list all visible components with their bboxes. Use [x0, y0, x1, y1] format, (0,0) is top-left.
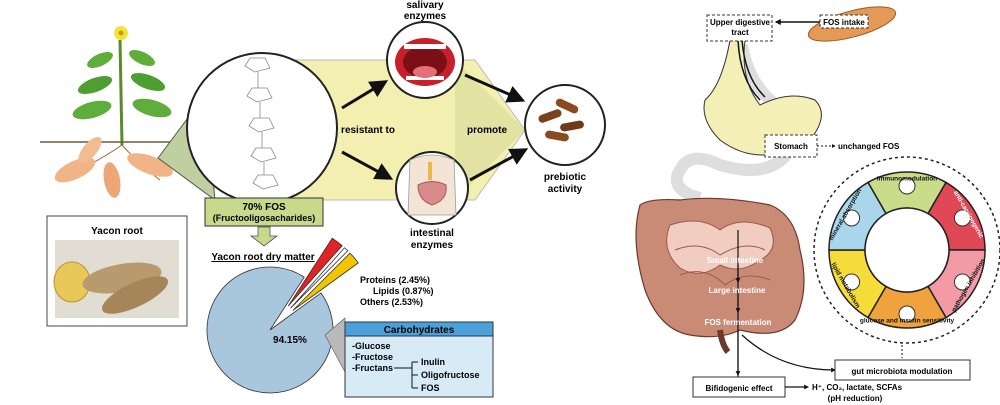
- stomach-label: Stomach: [774, 142, 808, 151]
- crab-icon: [953, 209, 971, 227]
- carb-item-fructans: -Fructans: [352, 363, 393, 373]
- fos-box-line-1: 70% FOS: [242, 202, 286, 213]
- bone-icon: [843, 209, 861, 227]
- small-intestine-label: Small intestine: [707, 256, 764, 265]
- lipids-label: Lipids (0.87%): [373, 286, 434, 296]
- upper-tract-label-2: tract: [731, 28, 749, 37]
- wheel-segment-label: glucose and insulin sensitivity: [860, 318, 955, 325]
- fos-molecule-circle: [186, 52, 338, 204]
- pie-slice: [287, 237, 343, 307]
- fructan-oligofructose: Oligofructose: [421, 370, 480, 380]
- salivary-label-2: enzymes: [404, 11, 447, 22]
- ph-reduction-label: (pH reduction): [828, 394, 883, 403]
- wheel-segment-label: immunomodulation: [877, 176, 937, 183]
- gut-modulation-label: gut microbiota modulation: [852, 367, 953, 376]
- small-intestine-shape: [666, 220, 774, 274]
- arrow-intestinal-to-prebiotic: [469, 148, 529, 182]
- large-intestine-label: Large intestine: [709, 286, 766, 295]
- fructan-fos: FOS: [421, 383, 440, 393]
- pie-chart: [206, 237, 359, 394]
- arrow-salivary-to-prebiotic: [464, 73, 526, 103]
- pathogen-icon: [953, 273, 971, 291]
- carb-item-glucose: -Glucose: [352, 341, 391, 351]
- fos-intake-label: FOS intake: [823, 18, 865, 27]
- promote-label: promote: [467, 125, 507, 136]
- dry-matter-title: Yacon root dry matter: [211, 252, 314, 263]
- fructan-inulin: Inulin: [421, 357, 445, 367]
- prebiotic-label-1: prebiotic: [544, 172, 587, 183]
- yacon-photo-label: Yacon root: [91, 226, 143, 237]
- prebiotic-label-2: activity: [548, 184, 583, 195]
- pie-percentage-label: 94.15%: [273, 335, 307, 346]
- fos-fermentation-label: FOS fermentation: [704, 318, 771, 327]
- bacteria-icon: [524, 84, 606, 166]
- salivary-label-1: salivary: [406, 0, 444, 11]
- pie-slice: [206, 266, 334, 394]
- pie-slice: [292, 252, 359, 311]
- hexagon-icon: [898, 305, 916, 323]
- upper-tract-label-1: Upper digestive: [710, 18, 771, 27]
- carb-item-fructose: -Fructose: [352, 352, 393, 362]
- intestine-body-icon: [395, 151, 469, 225]
- antibody-icon: [898, 177, 916, 195]
- arrow-to-intestinal: [341, 150, 394, 180]
- others-label: Others (2.53%): [360, 297, 423, 307]
- unchanged-fos-label: unchanged FOS: [838, 142, 900, 151]
- wheel-hub: [864, 207, 950, 293]
- intestinal-label-2: enzymes: [411, 240, 454, 251]
- bifidogenic-label: Bifidogenic effect: [705, 384, 772, 393]
- fermentation-products-label: H⁺, CO₂, lactate, SCFAs: [812, 383, 903, 392]
- mouth-icon: [386, 21, 464, 99]
- benefits-wheel: immunomodulationanti-carcinogenicpathoge…: [828, 171, 987, 329]
- arrow-to-salivary: [341, 80, 389, 110]
- carbohydrates-title: Carbohydrates: [384, 325, 455, 336]
- fos-box-line-2: (Fructooligosacharides): [213, 213, 316, 223]
- droplet-icon: [843, 273, 861, 291]
- proteins-label: Proteins (2.45%): [360, 275, 430, 285]
- resistant-to-label: resistant to: [341, 125, 395, 136]
- large-intestine-shape: [635, 197, 805, 338]
- pie-slice: [290, 247, 349, 309]
- fos-box: [204, 197, 324, 227]
- intestinal-label-1: intestinal: [410, 228, 454, 239]
- gut-modulation-box: [834, 359, 971, 381]
- upper-tract-box: [706, 14, 773, 42]
- yacon-plant-illustration: [40, 26, 200, 198]
- down-arrow-icon: [249, 226, 279, 247]
